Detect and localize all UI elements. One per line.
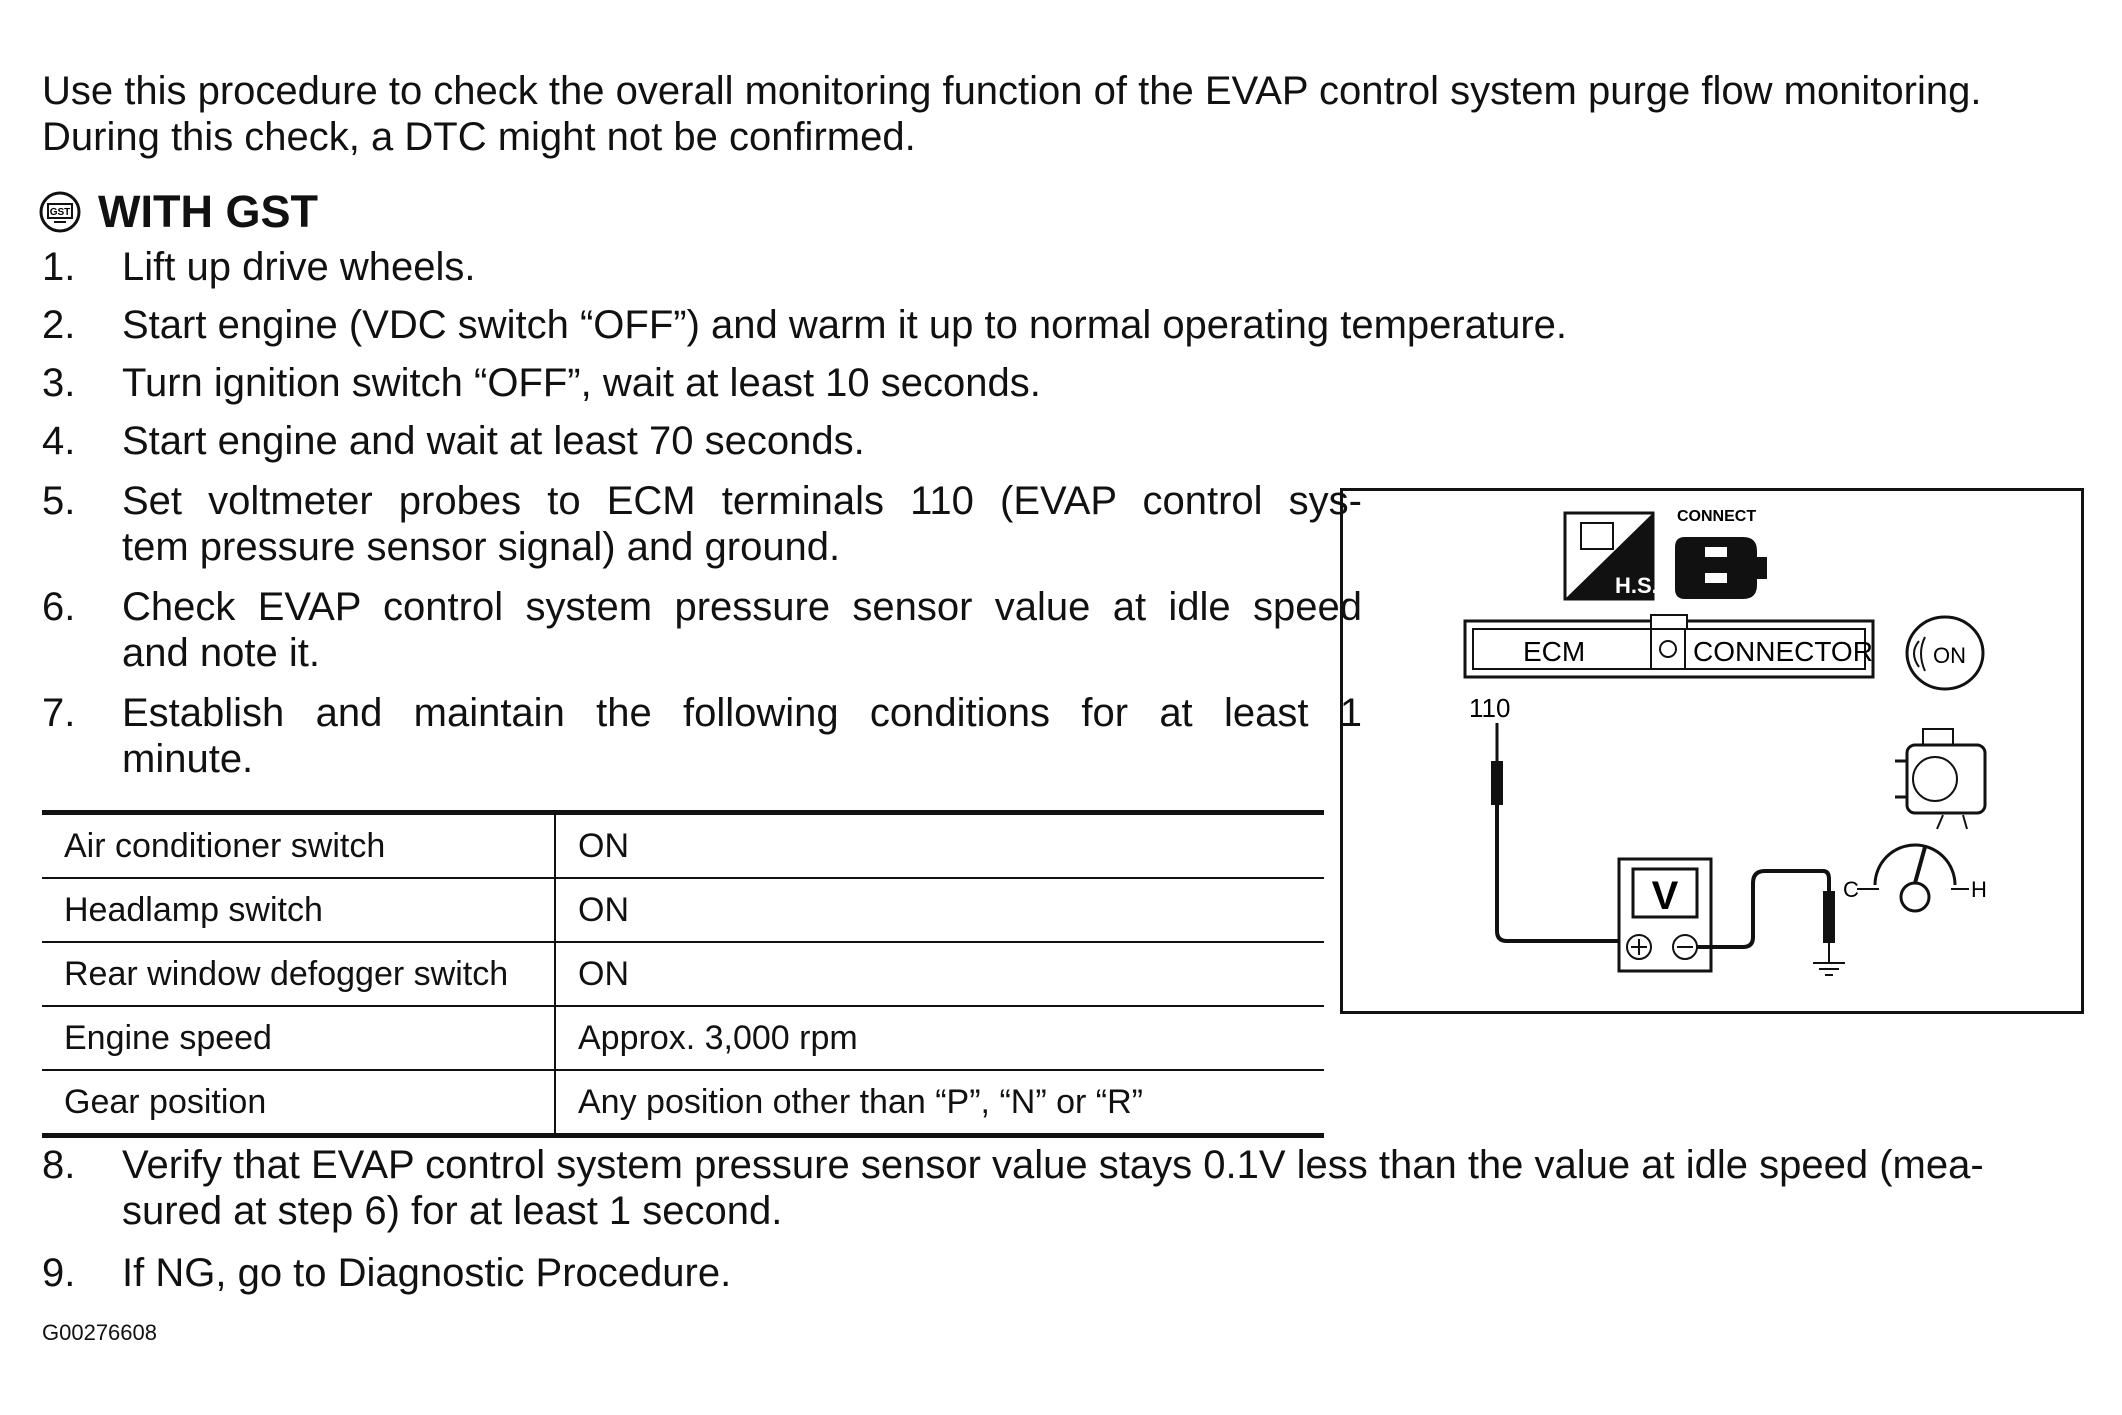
svg-text:GST: GST [50,207,71,218]
terminal-label: 110 [1469,693,1510,723]
intro-line-2: During this check, a DTC might not be co… [42,115,916,159]
svg-text:CONNECTOR: CONNECTOR [1693,636,1873,667]
svg-text:ON: ON [1933,643,1966,668]
step-text: Lift up drive wheels. [122,245,476,289]
ground-icon [1813,943,1845,976]
step-number: 6. [42,585,76,629]
svg-text:C: C [1843,877,1859,902]
wiring-diagram: H.S. CONNECT ECM CONNECTOR ON [1463,508,1987,976]
step-text: tem pressure sensor signal) and ground. [122,525,841,569]
condition-value: ON [555,812,1324,879]
intro-line-1: Use this procedure to check the overall … [42,69,1982,113]
step-number: 1. [42,245,76,289]
condition-item: Rear window defogger switch [42,942,556,1007]
step-text: Start engine (VDC switch “OFF”) and warm… [122,303,1567,347]
step-text: Turn ignition switch “OFF”, wait at leas… [122,361,1041,405]
step-text: sured at step 6) for at least 1 second. [122,1189,783,1233]
svg-text:CONNECT: CONNECT [1677,508,1756,525]
step-text: minute. [122,737,254,781]
svg-text:H.S.: H.S. [1615,573,1658,598]
step-text: Verify that EVAP control system pressure… [122,1143,1984,1187]
wiring-figure: H.S. CONNECT ECM CONNECTOR ON [1340,488,2084,1014]
step-text: and note it. [122,631,320,675]
figure-code: G00276608 [42,1320,157,1345]
probe-tip [1491,761,1503,805]
table-row: Gear position Any position other than “P… [42,1070,1324,1136]
step-number: 9. [42,1251,76,1295]
hs-icon: H.S. [1563,511,1658,601]
step-number: 8. [42,1143,76,1187]
step-number: 7. [42,691,76,735]
voltmeter: V [1617,857,1713,973]
engine-icon [1895,728,1987,830]
ignition-key-icon: ON [1905,615,1985,691]
step-number: 4. [42,419,76,463]
condition-value: Any position other than “P”, “N” or “R” [578,1082,1143,1121]
step-number: 5. [42,479,76,523]
table-row: Rear window defogger switch ON [42,942,1324,1007]
step-text: Establish and maintain the following con… [122,691,1362,735]
condition-value: ON [555,942,1324,1007]
condition-item: Air conditioner switch [42,812,556,879]
condition-item: Gear position [42,1070,556,1136]
step-text: Set voltmeter probes to ECM terminals 11… [122,479,1362,523]
condition-item: Headlamp switch [42,878,556,943]
positive-lead [1495,805,1625,943]
step-number: 2. [42,303,76,347]
connect-icon: CONNECT [1675,508,1767,599]
condition-item: Engine speed [42,1006,556,1071]
ground-probe [1823,891,1835,943]
ecm-connector: ECM CONNECTOR [1463,614,1875,679]
conditions-table: Air conditioner switch ON Headlamp switc… [42,810,1324,1138]
svg-text:ECM: ECM [1523,636,1585,667]
step-number: 3. [42,361,76,405]
section-heading: GST WITH GST [38,186,318,238]
step-text: Start engine and wait at least 70 second… [122,419,865,463]
table-row: Engine speed Approx. 3,000 rpm [42,1006,1324,1071]
intro-paragraph: Use this procedure to check the overall … [42,68,2102,160]
condition-value: ON [555,878,1324,943]
table-row: Headlamp switch ON [42,878,1324,943]
svg-text:V: V [1652,874,1679,918]
step-text: Check EVAP control system pressure senso… [122,585,1362,629]
negative-lead [1697,869,1831,949]
condition-value: Approx. 3,000 rpm [555,1006,1324,1071]
svg-text:H: H [1971,877,1987,902]
table-row: Air conditioner switch ON [42,812,1324,879]
step-text: If NG, go to Diagnostic Procedure. [122,1251,732,1295]
gst-icon: GST [39,191,81,233]
section-title: WITH GST [98,186,318,237]
temperature-gauge-icon: C H [1843,843,1987,913]
